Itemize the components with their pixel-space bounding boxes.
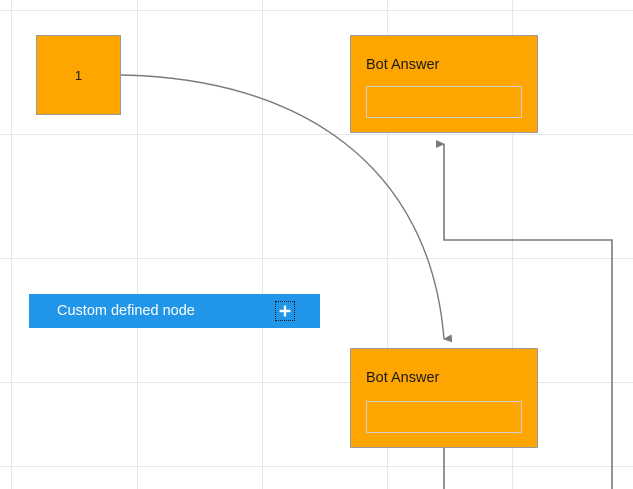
- node-bot-answer-2[interactable]: Bot Answer: [350, 348, 538, 448]
- bot-answer-1-field[interactable]: [366, 86, 522, 118]
- node-1-label: 1: [74, 67, 83, 83]
- grid-line-horizontal-2: [0, 258, 633, 259]
- grid-line-vertical-1: [137, 0, 138, 489]
- node-1[interactable]: 1: [36, 35, 121, 115]
- bot-answer-1-title: Bot Answer: [366, 57, 440, 73]
- grid-line-horizontal-3: [0, 382, 633, 383]
- custom-defined-node-label: Custom defined node: [57, 302, 195, 319]
- custom-defined-node-button[interactable]: Custom defined node: [29, 294, 320, 328]
- grid-line-horizontal-1: [0, 134, 633, 135]
- bot-answer-2-field[interactable]: [366, 401, 522, 433]
- bot-answer-2-title: Bot Answer: [366, 370, 440, 386]
- plus-icon[interactable]: [275, 301, 295, 321]
- grid-line-vertical-2: [262, 0, 263, 489]
- grid-line-vertical-0: [11, 0, 12, 489]
- node-bot-answer-1[interactable]: Bot Answer: [350, 35, 538, 133]
- grid-line-horizontal-0: [0, 10, 633, 11]
- grid-line-horizontal-4: [0, 466, 633, 467]
